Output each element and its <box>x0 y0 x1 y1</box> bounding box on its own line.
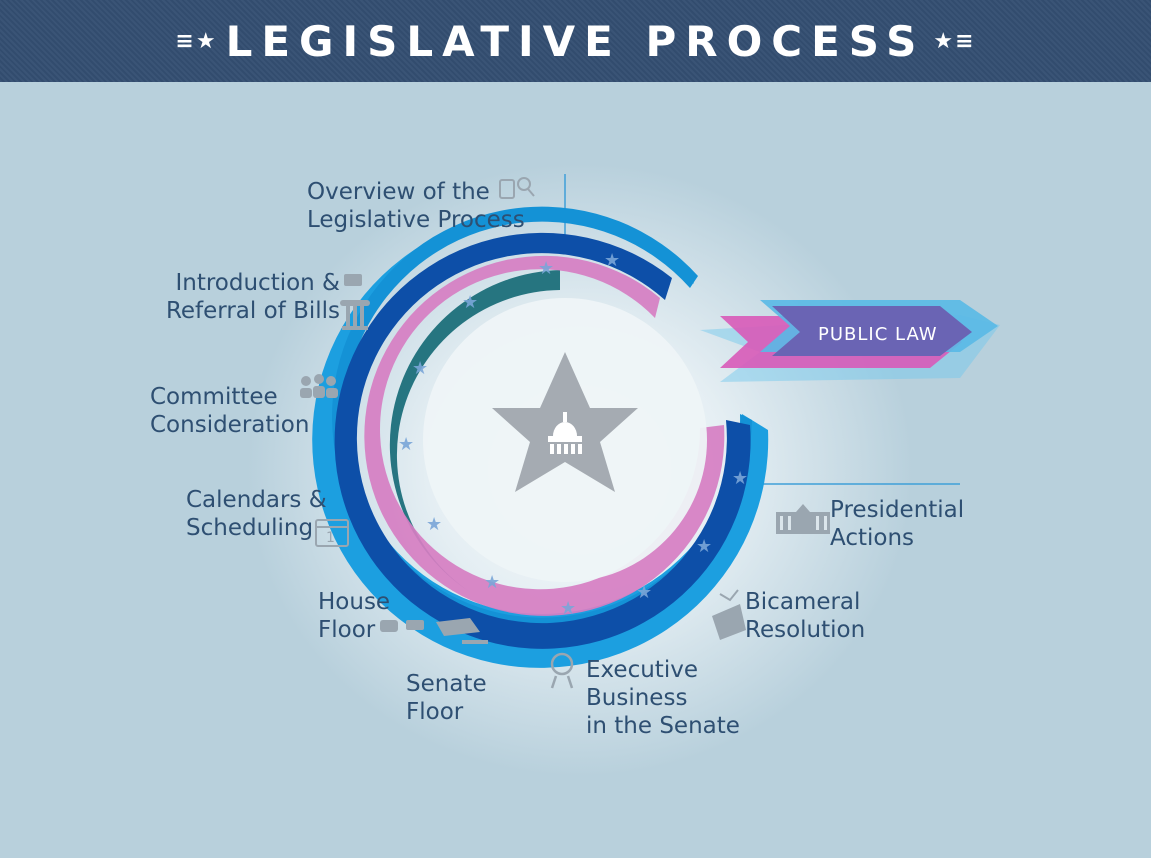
ring-star: ★ <box>398 434 414 455</box>
ring-star: ★ <box>538 258 554 279</box>
stage-house[interactable]: House Floor <box>318 588 390 644</box>
ring-stars: ★ ★ ★ ★ ★ ★ ★ ★ ★ ★ ★ <box>398 250 748 619</box>
public-law-arrow[interactable] <box>700 300 1000 382</box>
stage-calendars-line-1: Calendars & <box>186 487 327 513</box>
ring-star: ★ <box>604 250 620 271</box>
left-star-ornament-icon: ≡★ <box>175 28 218 54</box>
elephant-donkey-vote-icon <box>380 618 488 644</box>
stage-executive-line-2: Business <box>586 685 688 711</box>
stage-committee-line-2: Consideration <box>150 412 310 438</box>
ring-star: ★ <box>426 514 442 535</box>
scroll-and-column-icon <box>340 274 370 330</box>
svg-text:1: 1 <box>326 530 335 546</box>
page-title-text: LEGISLATIVE PROCESS <box>225 16 926 66</box>
award-ribbon-icon <box>550 652 574 689</box>
stage-calendars-line-2: Scheduling <box>186 515 314 541</box>
stage-committee-line-1: Committee <box>150 384 278 410</box>
stage-overview-line-2: Legislative Process <box>307 207 525 233</box>
ring-star: ★ <box>412 358 428 379</box>
stage-house-line-2: Floor <box>318 617 376 643</box>
stage-executive-line-3: in the Senate <box>586 713 740 739</box>
handshake-icon <box>712 589 746 640</box>
right-star-ornament-icon: ★≡ <box>933 28 976 54</box>
ring-teal-band <box>389 270 560 592</box>
ring-star: ★ <box>636 582 652 603</box>
ring-star: ★ <box>462 292 478 313</box>
stage-overview[interactable]: Overview of the Legislative Process <box>307 178 525 234</box>
page-header: ≡★ LEGISLATIVE PROCESS ★≡ <box>0 0 1151 82</box>
stage-senate[interactable]: Senate Floor <box>406 670 487 726</box>
stage-executive[interactable]: Executive Business in the Senate <box>586 656 740 740</box>
stage-bicameral[interactable]: Bicameral Resolution <box>745 588 865 644</box>
public-law-arrow-purple-layer <box>772 306 972 356</box>
stage-executive-line-1: Executive <box>586 657 698 683</box>
stage-senate-line-2: Floor <box>406 699 464 725</box>
stage-introduction-line-1: Introduction & <box>175 270 340 296</box>
stage-bicameral-line-2: Resolution <box>745 617 866 643</box>
stage-presidential-line-2: Actions <box>830 525 915 551</box>
capitol-dome-icon <box>548 412 582 454</box>
public-law-label: PUBLIC LAW <box>818 324 938 345</box>
page-title: ≡★ LEGISLATIVE PROCESS ★≡ <box>175 17 975 66</box>
ring-star: ★ <box>560 598 576 619</box>
calendar-icon: 1 <box>315 519 349 547</box>
white-house-icon <box>776 504 830 534</box>
stage-committee[interactable]: Committee Consideration <box>150 383 309 439</box>
ring-star: ★ <box>696 536 712 557</box>
stage-calendars[interactable]: Calendars & Scheduling <box>186 486 327 542</box>
committee-people-icon <box>300 374 338 398</box>
stage-introduction[interactable]: Introduction & Referral of Bills <box>150 269 340 325</box>
stage-bicameral-line-1: Bicameral <box>745 589 861 615</box>
ring-star: ★ <box>732 468 748 489</box>
stage-house-line-1: House <box>318 589 391 615</box>
stage-introduction-line-2: Referral of Bills <box>165 298 340 324</box>
document-search-icon <box>499 177 535 199</box>
stage-presidential-line-1: Presidential <box>830 497 965 523</box>
stage-senate-line-1: Senate <box>406 671 487 697</box>
ring-star: ★ <box>484 572 500 593</box>
stage-presidential[interactable]: Presidential Actions <box>830 496 964 552</box>
stage-overview-line-1: Overview of the <box>307 179 490 205</box>
